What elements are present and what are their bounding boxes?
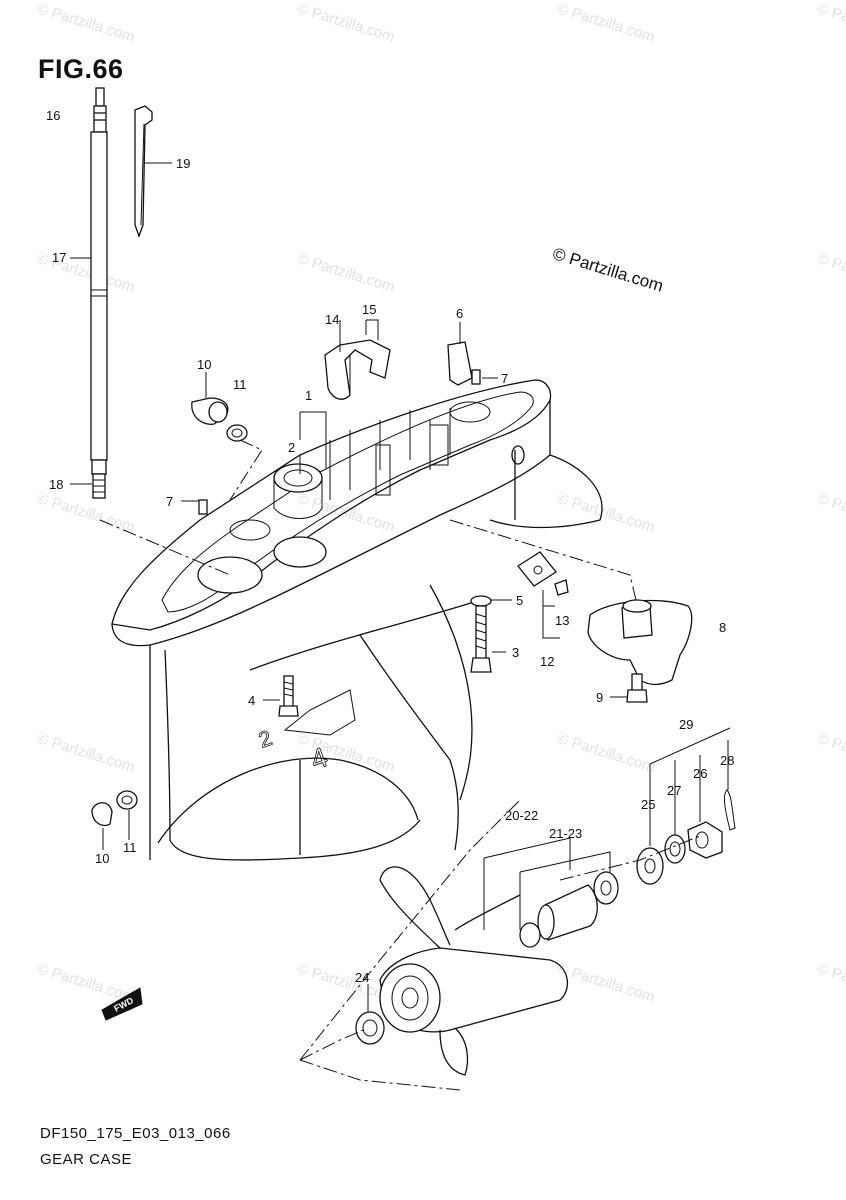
callout-3[interactable]: 3: [512, 645, 520, 660]
callout-7-upper[interactable]: 7: [501, 371, 509, 386]
callout-4[interactable]: 4: [248, 693, 256, 708]
callout-14[interactable]: 14: [325, 312, 340, 327]
pin-part-7: [198, 369, 481, 515]
callout-18[interactable]: 18: [49, 477, 64, 492]
callout-1[interactable]: 1: [305, 388, 313, 403]
callout-11-lower[interactable]: 11: [123, 840, 137, 855]
bushing-parts-20-23: [519, 871, 619, 948]
callout-19[interactable]: 19: [176, 156, 191, 171]
washer-part-11: [226, 424, 248, 442]
callout-12[interactable]: 12: [540, 654, 555, 669]
callout-11-upper[interactable]: 11: [233, 377, 247, 392]
callout-29[interactable]: 29: [679, 717, 694, 732]
callout-20-22[interactable]: 20-22: [505, 808, 539, 823]
anode-plate-13: [517, 551, 569, 596]
callout-5[interactable]: 5: [516, 593, 524, 608]
bracket-part-14-15: [324, 339, 391, 400]
bolt-part-9: [626, 673, 648, 703]
cap-part-6: [447, 341, 473, 386]
rod-part-19: [134, 105, 153, 238]
bolt-part-5-3: [470, 595, 492, 673]
callout-6[interactable]: 6: [456, 306, 464, 321]
figure-title: FIG.66: [38, 54, 124, 84]
bolt-part-4: [278, 675, 299, 717]
callout-8[interactable]: 8: [719, 620, 727, 635]
phantom-lines: [99, 439, 701, 1091]
cotter-pin-28: [723, 789, 736, 831]
plug-part-10-lower: [91, 802, 113, 827]
callout-13[interactable]: 13: [555, 613, 570, 628]
callout-7-lower[interactable]: 7: [166, 494, 174, 509]
callout-24[interactable]: 24: [355, 970, 370, 985]
callout-15[interactable]: 15: [362, 302, 377, 317]
callout-25[interactable]: 25: [641, 797, 656, 812]
callout-10-upper[interactable]: 10: [197, 357, 212, 372]
callout-10-lower[interactable]: 10: [95, 851, 110, 866]
callout-17[interactable]: 17: [52, 250, 67, 265]
nut-part-26: [687, 821, 723, 859]
callout-21-23[interactable]: 21-23: [549, 826, 583, 841]
gear-case-housing: 2 4: [111, 379, 603, 861]
svg-text:2: 2: [255, 725, 275, 753]
fwd-arrow-icon: FWD: [101, 987, 143, 1021]
drawing-code: DF150_175_E03_013_066: [40, 1125, 231, 1142]
trim-tab-anode-8: [587, 599, 693, 686]
washer-part-11-lower: [116, 790, 138, 810]
drawing-subtitle: GEAR CASE: [40, 1151, 133, 1168]
callout-27[interactable]: 27: [667, 783, 682, 798]
drive-shaft-assembly: [90, 87, 108, 499]
plug-part-10: [191, 397, 229, 425]
washer-part-25: [636, 847, 664, 885]
callout-26[interactable]: 26: [693, 766, 708, 781]
callout-9[interactable]: 9: [596, 690, 604, 705]
callout-2[interactable]: 2: [288, 440, 296, 455]
callout-16[interactable]: 16: [46, 108, 61, 123]
callout-28[interactable]: 28: [720, 753, 735, 768]
propeller-assembly: [355, 866, 569, 1076]
leader-lines: [70, 162, 731, 1012]
